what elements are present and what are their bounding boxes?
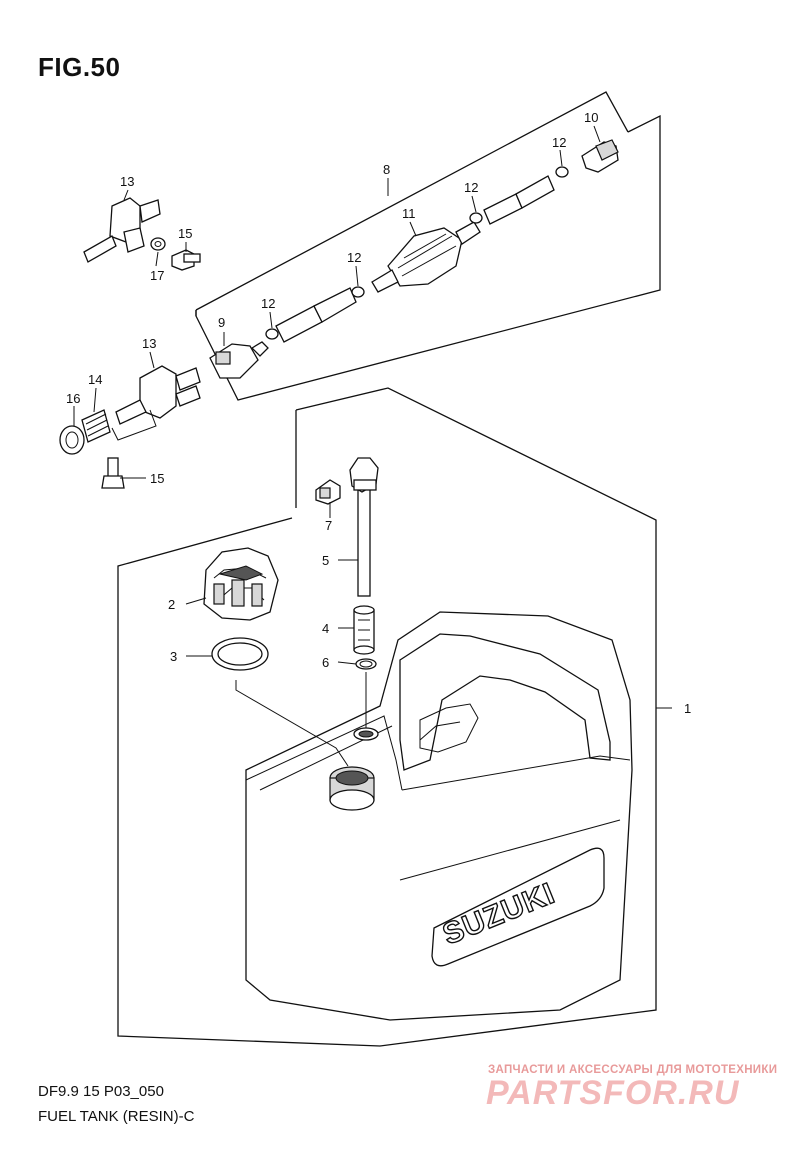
callout-5: 5 <box>322 553 329 568</box>
callout-6: 6 <box>322 655 329 670</box>
callout-16: 16 <box>66 391 80 406</box>
callout-12a: 12 <box>261 296 275 311</box>
callout-7: 7 <box>325 518 332 533</box>
fuel-hose-segments <box>275 175 555 343</box>
watermark-site: PARTSFOR.RU <box>486 1074 740 1112</box>
primer-bulb <box>371 221 481 293</box>
hose-connector-9 <box>209 341 269 379</box>
fuel-fitting-13-lower <box>111 365 201 441</box>
fuel-fitting-13-upper <box>83 197 161 263</box>
tank-connector <box>315 479 341 505</box>
bolt-15-lower <box>101 457 125 489</box>
callout-15a: 15 <box>178 226 192 241</box>
callout-12d: 12 <box>552 135 566 150</box>
fuel-filter <box>353 605 375 655</box>
hose-assembly-frame <box>195 91 661 401</box>
figure-title: FIG.50 <box>38 52 121 82</box>
callout-15b: 15 <box>150 471 164 486</box>
fuel-cap <box>203 547 279 621</box>
callout-9: 9 <box>218 315 225 330</box>
watermark-tagline: ЗАПЧАСТИ И АКСЕССУАРЫ ДЛЯ МОТОТЕХНИКИ <box>488 1064 778 1076</box>
fuel-tank: SUZUKI <box>245 611 633 1021</box>
callout-11: 11 <box>402 206 416 221</box>
callout-13b: 13 <box>142 336 156 351</box>
diagram-caption: FUEL TANK (RESIN)-C <box>38 1108 195 1125</box>
fuel-cap-gasket <box>211 637 269 671</box>
tank-assembly-frame <box>117 387 657 1047</box>
hose-spring <box>81 409 111 443</box>
tube-o-ring <box>355 658 377 670</box>
hose-clamps <box>265 166 569 340</box>
hose-nut <box>59 425 85 455</box>
callout-13a: 13 <box>120 174 134 189</box>
callout-14: 14 <box>88 372 102 387</box>
callout-1: 1 <box>684 701 691 716</box>
callout-12b: 12 <box>347 250 361 265</box>
callout-17: 17 <box>150 268 164 283</box>
callout-12c: 12 <box>464 180 478 195</box>
callout-4: 4 <box>322 621 329 636</box>
hose-connector-10 <box>581 139 619 173</box>
bolt-15-upper <box>171 249 201 271</box>
leader-lines <box>73 125 672 709</box>
model-code: DF9.9 15 P03_050 <box>38 1083 164 1100</box>
fuel-pickup-tube <box>349 457 379 597</box>
callout-3: 3 <box>170 649 177 664</box>
callout-2: 2 <box>168 597 175 612</box>
callout-10: 10 <box>584 110 598 125</box>
callout-labels: 1 2 3 4 5 6 7 8 9 10 11 12 12 12 12 13 1… <box>66 110 691 716</box>
callout-8: 8 <box>383 162 390 177</box>
leader-3 <box>235 680 349 767</box>
washer-17 <box>150 237 166 251</box>
